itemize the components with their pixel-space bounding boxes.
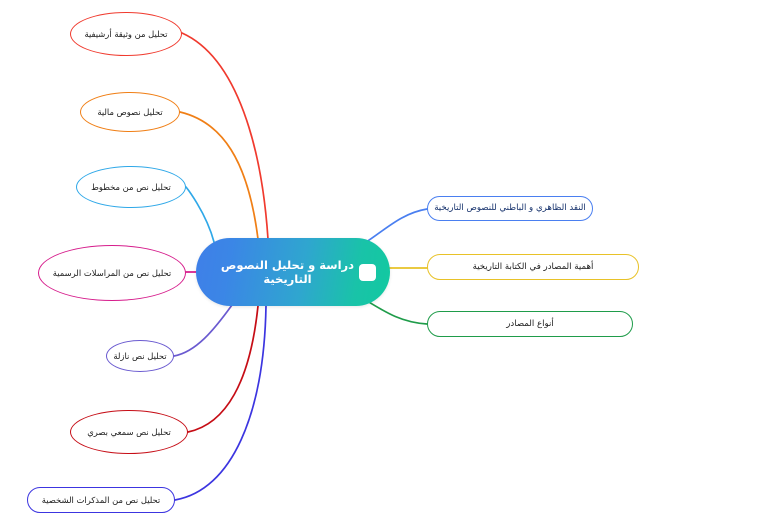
branch-node-label: تحليل نصوص مالية <box>97 106 163 117</box>
branch-node-label: تحليل نص من المذكرات الشخصية <box>41 494 161 505</box>
branch-node-murasalat-rasmiya[interactable]: تحليل نص من المراسلات الرسمية <box>38 245 186 301</box>
edge-to-l7 <box>174 305 267 501</box>
branch-node-wathiqa-arshifiya[interactable]: تحليل من وثيقة أرشيفية <box>70 12 182 56</box>
collapse-square-icon[interactable] <box>359 263 376 281</box>
branch-node-label: تحليل من وثيقة أرشيفية <box>84 28 168 39</box>
branch-node-ahammiyat-masadir[interactable]: أهمية المصادر في الكتابة التاريخية <box>427 254 639 280</box>
branch-node-label: تحليل نص نازلة <box>113 350 167 361</box>
edge-to-l3 <box>185 186 215 243</box>
branch-node-nazila[interactable]: تحليل نص نازلة <box>106 340 174 372</box>
branch-node-label: تحليل نص سمعي بصري <box>87 426 171 437</box>
branch-node-label: تحليل نص من مخطوط <box>91 181 171 192</box>
branch-node-label: أنواع المصادر <box>506 318 554 329</box>
edge-to-l6 <box>187 305 259 433</box>
branch-node-label: تحليل نص من المراسلات الرسمية <box>52 267 172 278</box>
branch-node-anwa-masadir[interactable]: أنواع المصادر <box>427 311 633 337</box>
branch-node-label: أهمية المصادر في الكتابة التاريخية <box>472 261 594 272</box>
branch-node-label: النقد الظاهري و الباطني للنصوص التاريخية <box>434 203 586 214</box>
edge-to-l1 <box>181 32 269 240</box>
edge-to-l5 <box>173 304 233 357</box>
branch-node-sami-basari[interactable]: تحليل نص سمعي بصري <box>70 410 188 454</box>
branch-node-nusus-maliya[interactable]: تحليل نصوص مالية <box>80 92 180 132</box>
branch-node-naqd[interactable]: النقد الظاهري و الباطني للنصوص التاريخية <box>427 196 593 221</box>
root-node[interactable]: دراسة و تحليل النصوص التاريخية <box>196 238 390 306</box>
branch-node-mudhakkirat-shakhsiya[interactable]: تحليل نص من المذكرات الشخصية <box>27 487 175 513</box>
edge-to-l2 <box>179 111 259 240</box>
root-node-label: دراسة و تحليل النصوص التاريخية <box>220 257 355 286</box>
branch-node-makhtut[interactable]: تحليل نص من مخطوط <box>76 166 186 208</box>
